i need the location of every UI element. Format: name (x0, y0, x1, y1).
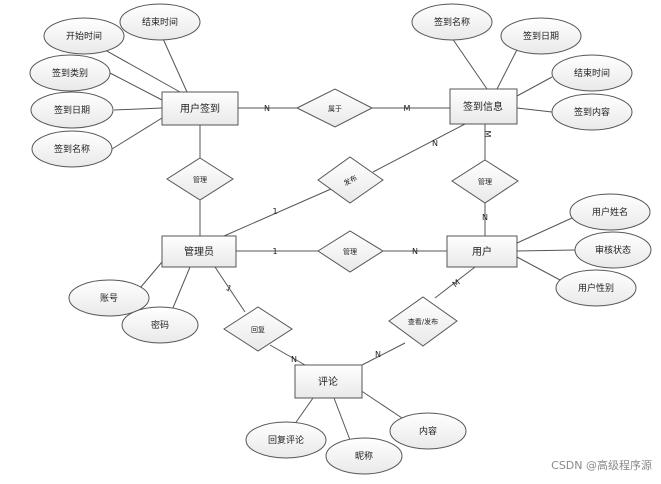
attribute-signin-date-2: 签到日期 (500, 17, 582, 55)
attribute-label: 昵称 (355, 450, 373, 462)
attribute-label: 用户姓名 (592, 206, 628, 218)
attribute-start-time: 开始时间 (43, 17, 125, 55)
attribute-label: 内容 (419, 425, 437, 437)
relationship-manage-info: 管理 (451, 159, 519, 204)
entity-admin: 管理员 (161, 235, 237, 268)
relationship-label: 管理 (343, 247, 357, 256)
attribute-label: 账号 (100, 293, 118, 304)
entity-label: 用户签到 (180, 102, 220, 115)
attribute-label: 用户性别 (578, 282, 614, 294)
cardinality-label: 1 (272, 247, 277, 256)
attribute-label: 签到内容 (574, 106, 610, 118)
attribute-label: 签到名称 (54, 143, 90, 155)
attribute-signin-name-2: 签到名称 (411, 3, 493, 41)
attribute-label: 签到日期 (54, 104, 90, 116)
attribute-nickname: 昵称 (325, 437, 403, 475)
attribute-end-time: 结束时间 (119, 3, 201, 41)
attribute-signin-date: 签到日期 (30, 91, 114, 129)
attribute-review-status: 审核状态 (574, 231, 652, 269)
entity-label: 评论 (318, 375, 338, 388)
attribute-signin-content: 签到内容 (551, 93, 633, 131)
entity-comment: 评论 (294, 364, 363, 399)
attribute-label: 开始时间 (66, 30, 102, 42)
attribute-label: 审核状态 (595, 244, 631, 256)
cardinality-label: 1 (272, 207, 277, 216)
cardinality-label: M (483, 131, 492, 138)
entity-signin-info: 签到信息 (449, 88, 518, 125)
cardinality-label: N (482, 213, 488, 222)
attribute-signin-type: 签到类别 (29, 54, 111, 92)
attribute-signin-name: 签到名称 (31, 130, 113, 168)
attribute-label: 签到类别 (52, 67, 88, 79)
relationship-label: 查看/发布 (408, 317, 438, 326)
relationship-publish: 发布 (317, 156, 384, 204)
relationship-view-publish: 查看/发布 (388, 296, 458, 347)
cardinality-label: 1 (224, 283, 233, 293)
attribute-label: 签到日期 (523, 30, 559, 42)
relationship-label: 回复 (251, 325, 265, 334)
cardinality-label: M (451, 278, 462, 289)
attribute-account: 账号 (68, 279, 150, 317)
attribute-label: 密码 (151, 319, 169, 331)
entity-user: 用户 (446, 235, 518, 268)
relationship-label: 管理 (193, 175, 207, 184)
attribute-label: 签到名称 (434, 16, 470, 28)
cardinality-labels: N M N 1 M N 1 N M N N 1 (224, 104, 492, 364)
attribute-content: 内容 (389, 412, 467, 450)
entity-label: 签到信息 (463, 100, 503, 113)
cardinality-label: M (404, 104, 411, 113)
attribute-label: 结束时间 (142, 16, 178, 28)
attribute-reply-comment: 回复评论 (245, 421, 327, 459)
cardinality-label: N (412, 247, 418, 256)
relationship-manage-signin: 管理 (166, 157, 234, 201)
relationship-label: 管理 (478, 177, 492, 186)
cardinality-label: N (375, 350, 381, 359)
attribute-end-time-2: 结束时间 (551, 54, 633, 92)
relationship-label: 属于 (328, 105, 342, 113)
relationship-belongs: 属于 (295, 88, 374, 128)
cardinality-label: N (291, 355, 297, 364)
attribute-label: 回复评论 (268, 434, 304, 446)
attribute-label: 结束时间 (574, 67, 610, 79)
relationship-reply: 回复 (223, 306, 293, 352)
attribute-user-gender: 用户性别 (555, 269, 637, 307)
relationship-manage-user: 管理 (317, 230, 384, 273)
attribute-user-name: 用户姓名 (569, 193, 651, 231)
watermark: CSDN @高级程序源 (551, 459, 652, 472)
entity-label: 管理员 (184, 245, 214, 258)
cardinality-label: N (432, 139, 438, 148)
attribute-password: 密码 (121, 306, 199, 344)
entity-label: 用户 (472, 245, 492, 258)
entity-user-signin: 用户签到 (161, 91, 239, 126)
cardinality-label: N (264, 104, 270, 113)
